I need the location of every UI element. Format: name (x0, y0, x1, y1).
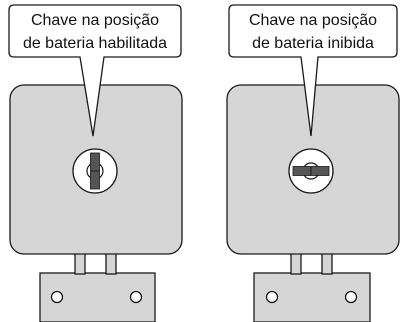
switch-unit-inhibited: Chave na posição de bateria inibida (226, 4, 400, 322)
callout-bubble-inhibited (228, 4, 398, 137)
mounting-hole-right (129, 290, 143, 304)
mounting-hole-left (50, 290, 64, 304)
connector-pin-left (290, 252, 302, 275)
connector-pin-right (321, 252, 333, 275)
connector-pin-left (74, 252, 86, 275)
callout-line-1: Chave na posição (31, 12, 159, 29)
callout-line-1: Chave na posição (249, 12, 377, 29)
connector-pin-right (105, 252, 117, 275)
switch-unit-enabled: Chave na posição de bateria habilitada (8, 4, 183, 322)
mounting-hole-left (265, 290, 279, 304)
mounting-hole-right (344, 290, 358, 304)
callout-line-2: de bateria habilitada (23, 35, 167, 52)
callout-line-2: de bateria inibida (252, 35, 374, 52)
callout-bubble-enabled (8, 4, 182, 137)
